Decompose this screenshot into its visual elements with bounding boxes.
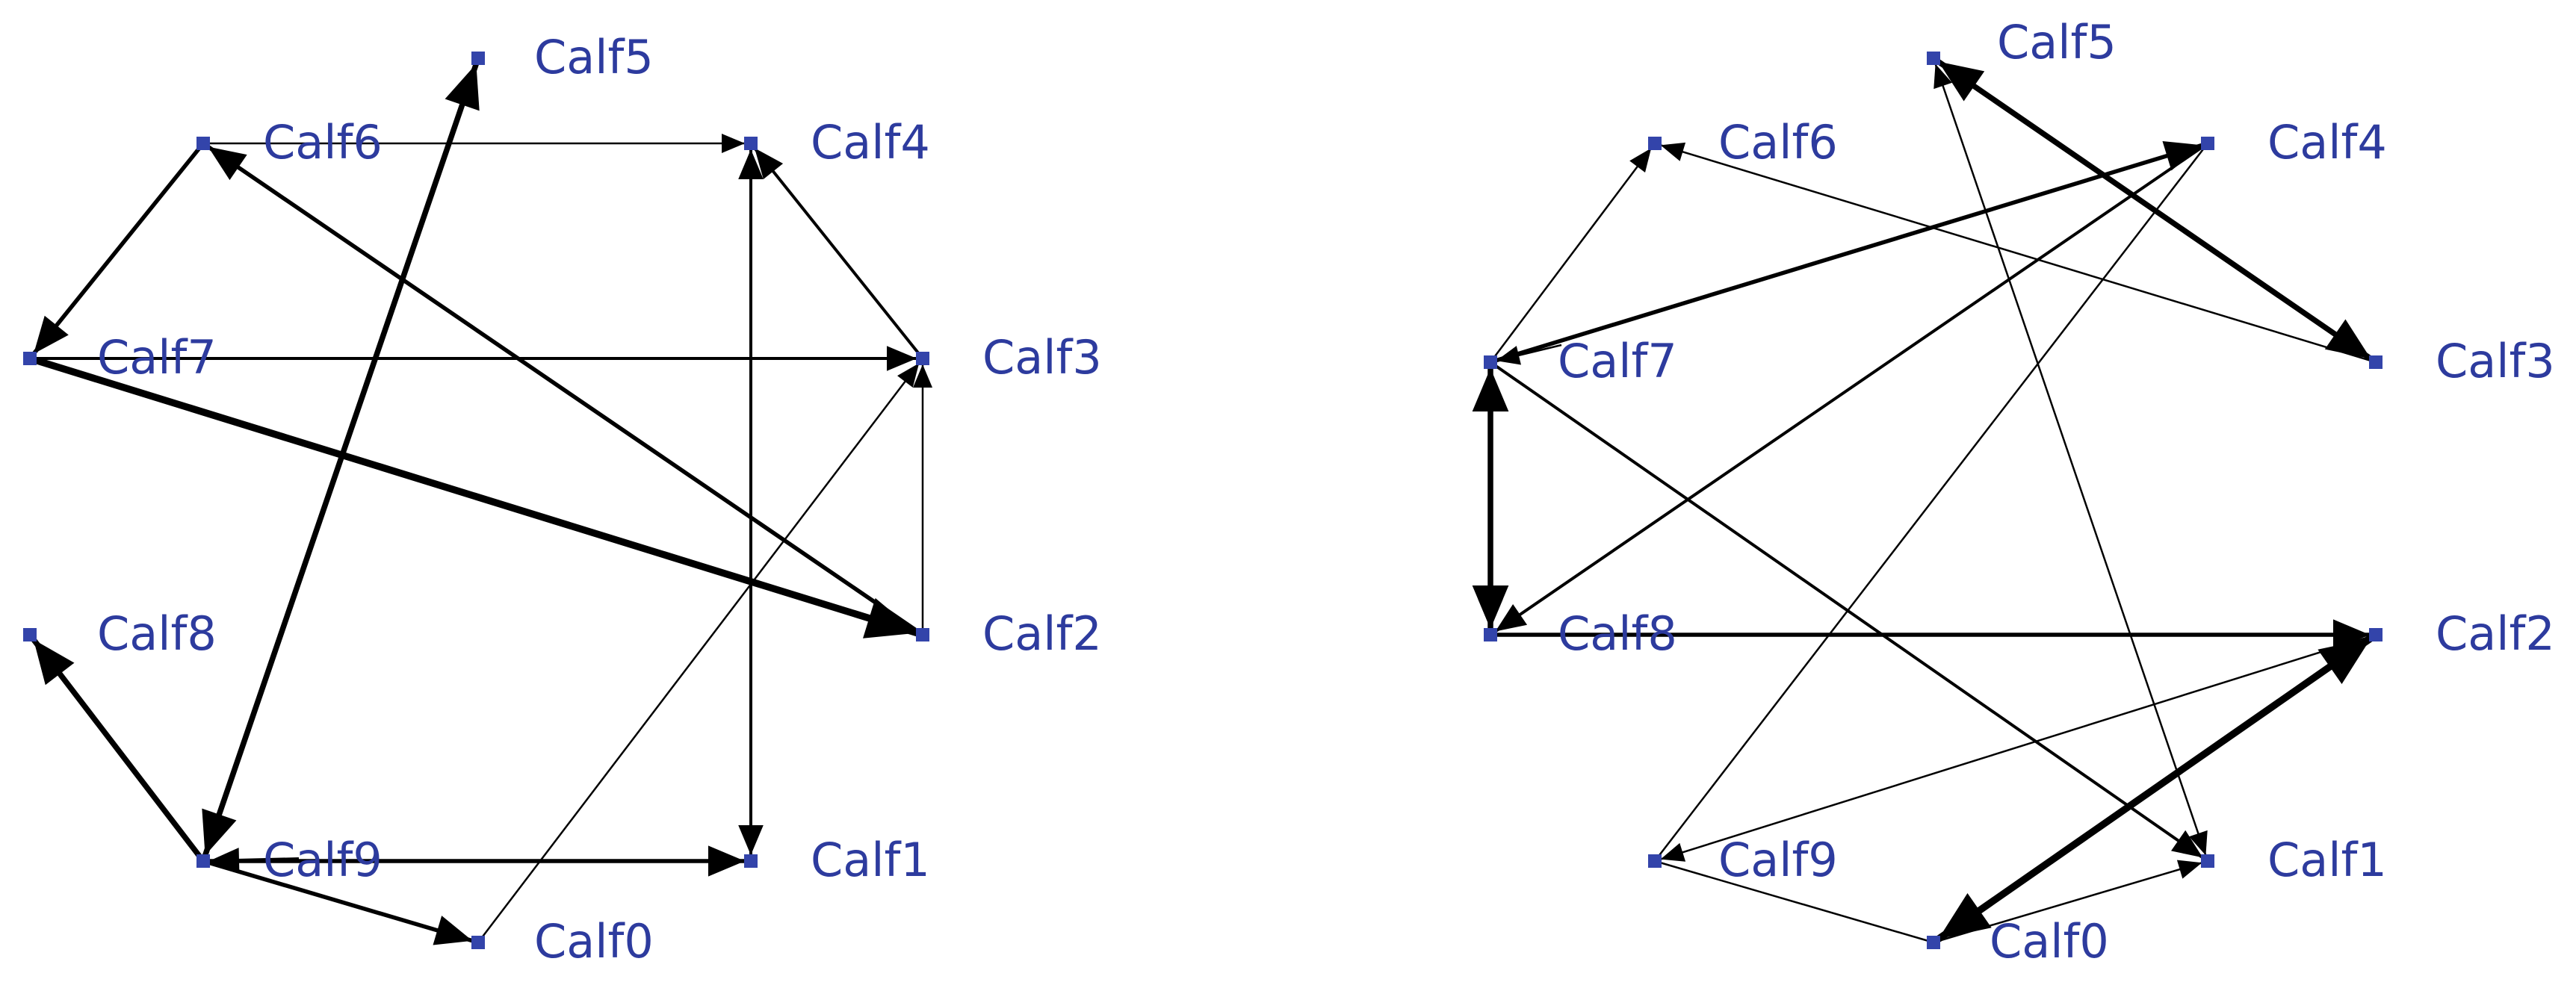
arrowhead — [754, 148, 784, 179]
edge-calf7-calf2 — [28, 355, 918, 637]
arrowhead — [1495, 604, 1528, 632]
node-calf0 — [1927, 936, 1940, 949]
arrowhead — [1478, 599, 1503, 629]
arrowhead — [1629, 148, 1652, 173]
edge-calf2-calf6 — [207, 145, 924, 637]
node-calf8 — [1484, 628, 1497, 641]
node-label-calf0: Calf0 — [1990, 914, 2109, 969]
node-label-calf0: Calf0 — [534, 914, 654, 969]
node-calf2 — [2369, 628, 2383, 641]
node-calf0 — [471, 936, 485, 949]
node-label-calf3: Calf3 — [982, 330, 1102, 385]
arrowhead — [722, 133, 745, 154]
right-graph-edges — [1472, 59, 2377, 944]
node-calf4 — [2201, 137, 2214, 150]
node-calf9 — [1648, 854, 1662, 868]
edge-calf9-calf5 — [202, 63, 479, 857]
arrowhead — [2318, 638, 2371, 684]
node-calf6 — [1648, 137, 1662, 150]
node-label-calf8: Calf8 — [1558, 606, 1677, 661]
node-label-calf2: Calf2 — [2436, 606, 2555, 661]
arrowhead — [897, 363, 920, 388]
arrowhead — [433, 916, 473, 945]
edge-calf2-calf0 — [1936, 635, 2374, 942]
arrowhead — [1933, 63, 1952, 90]
arrowhead — [2333, 619, 2370, 650]
arrowhead — [34, 315, 69, 354]
edge-calf3-calf6 — [1660, 144, 2377, 364]
arrowhead — [1660, 842, 1686, 862]
edge-calf3-calf4 — [753, 147, 924, 360]
node-label-calf6: Calf6 — [263, 115, 383, 170]
node-label-calf1: Calf1 — [2267, 833, 2387, 887]
arrowhead — [2189, 830, 2208, 856]
edge-calf9-calf8 — [31, 638, 205, 863]
node-calf5 — [1927, 52, 1940, 65]
arrowhead — [1938, 893, 1992, 939]
edge-calf7-calf6 — [1490, 147, 1653, 363]
node-calf2 — [916, 628, 929, 641]
arrowhead — [33, 639, 75, 686]
arrowhead — [1660, 142, 1686, 161]
edge-calf9-calf0 — [1654, 860, 1934, 944]
edge-calf7-calf4 — [1490, 143, 2203, 364]
edge-calf2-calf9 — [1660, 633, 2377, 860]
arrowhead — [1938, 61, 1985, 102]
node-calf3 — [2369, 355, 2383, 369]
edge-calf5-calf3 — [1936, 59, 2373, 361]
arrowhead — [2162, 140, 2202, 171]
node-calf7 — [23, 352, 37, 365]
arrowhead — [863, 597, 917, 639]
node-label-calf1: Calf1 — [811, 833, 930, 887]
node-calf1 — [744, 854, 758, 868]
arrowhead — [2324, 319, 2371, 359]
edge-calf9-calf4 — [1654, 143, 2208, 862]
edge-calf1-calf5 — [1934, 63, 2207, 856]
arrowhead — [738, 825, 764, 855]
node-calf7 — [1484, 355, 1497, 369]
arrowhead — [738, 149, 764, 179]
node-calf5 — [471, 52, 485, 65]
edge-calf6-calf7 — [31, 142, 205, 355]
arrowhead — [1496, 346, 1521, 365]
node-calf8 — [23, 628, 37, 641]
node-label-calf7: Calf7 — [1558, 334, 1677, 388]
edge-calf0-calf3 — [477, 362, 920, 943]
arrowhead — [912, 364, 933, 388]
node-calf3 — [916, 352, 929, 365]
arrowhead — [708, 845, 745, 877]
arrowhead — [202, 808, 237, 856]
arrowhead — [208, 848, 240, 873]
node-label-calf9: Calf9 — [1718, 833, 1838, 887]
edge-calf0-calf1 — [1933, 862, 2202, 944]
node-label-calf5: Calf5 — [1997, 15, 2117, 69]
node-label-calf2: Calf2 — [982, 606, 1102, 661]
node-calf4 — [744, 137, 758, 150]
arrowhead — [2176, 860, 2202, 879]
node-label-calf4: Calf4 — [2267, 115, 2387, 170]
arrowhead — [2171, 830, 2203, 858]
node-label-calf6: Calf6 — [1718, 115, 1838, 170]
node-label-calf9: Calf9 — [263, 833, 383, 887]
node-label-calf4: Calf4 — [811, 115, 930, 170]
edge-calf7-calf1 — [1489, 361, 2204, 860]
arrowhead — [208, 146, 247, 181]
node-label-calf5: Calf5 — [534, 30, 654, 84]
node-calf9 — [196, 854, 210, 868]
left-graph-edges — [28, 63, 933, 945]
edge-calf9-calf0 — [202, 859, 474, 943]
node-calf6 — [196, 137, 210, 150]
node-calf1 — [2201, 854, 2214, 868]
node-label-calf8: Calf8 — [97, 606, 217, 661]
arrowhead — [445, 63, 480, 111]
edge-calf4-calf8 — [1494, 142, 2209, 633]
arrowhead — [887, 346, 917, 371]
node-label-calf7: Calf7 — [97, 330, 217, 385]
node-label-calf3: Calf3 — [2436, 334, 2555, 388]
